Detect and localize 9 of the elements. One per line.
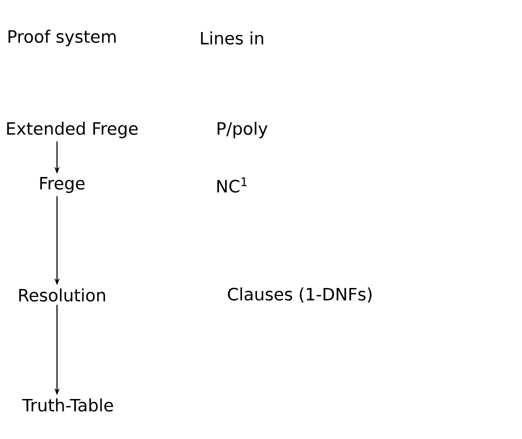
column-heading: Lines in bbox=[201, 31, 264, 45]
proof-system-name: Truth-Table bbox=[22, 398, 113, 412]
proof-system-name: Extended Frege bbox=[7, 122, 138, 138]
proof-system-name: Resolution bbox=[19, 288, 105, 302]
column-heading: Proof system bbox=[8, 30, 116, 46]
line-class-label: Clauses (1-DNFs) bbox=[228, 287, 372, 303]
proof-system-name: Frege bbox=[40, 177, 85, 193]
line-class-label: NC$^{1}$ bbox=[217, 177, 247, 193]
line-class-label: P/poly bbox=[218, 122, 268, 138]
